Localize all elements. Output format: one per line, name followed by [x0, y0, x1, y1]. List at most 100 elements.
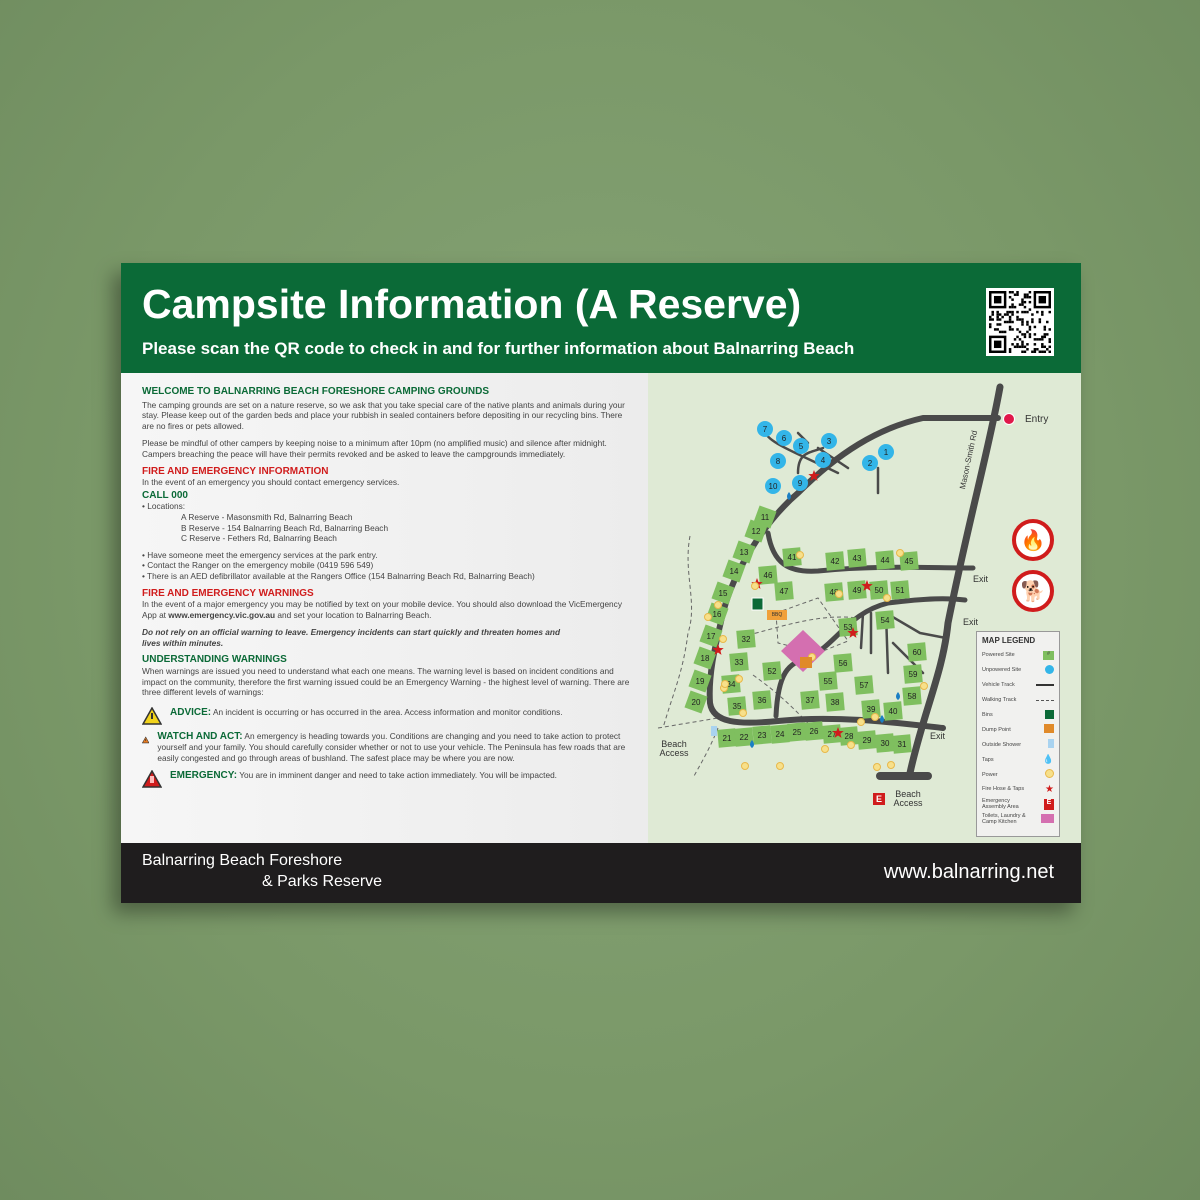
location-c: C Reserve - Fethers Rd, Balnarring Beach — [181, 533, 337, 544]
site-number: 53 — [844, 623, 853, 632]
page-subtitle: Please scan the QR code to check in and … — [142, 339, 855, 358]
legend-label: Fire Hose & Taps — [982, 786, 1025, 793]
site-number: 15 — [719, 589, 728, 598]
site-number: 6 — [782, 434, 787, 443]
powered-site: 29 — [857, 730, 877, 750]
warning-label: EMERGENCY: — [170, 769, 238, 781]
bbq-label: BBQ — [767, 610, 787, 620]
site-number: 9 — [798, 479, 803, 488]
power-icon — [847, 741, 855, 749]
site-number: 56 — [839, 659, 848, 668]
assembly-area-icon: E — [873, 793, 885, 805]
powered-site: 59 — [903, 664, 923, 684]
warning-label: ADVICE: — [170, 706, 212, 718]
outside-shower-icon — [1048, 739, 1054, 750]
exit-label: Exit — [963, 617, 979, 627]
unpowered-site-icon — [1045, 664, 1054, 676]
site-number: 25 — [793, 728, 802, 737]
legend-label: Unpowered Site — [982, 667, 1022, 674]
powered-site: 26 — [804, 721, 824, 741]
site-number: 12 — [752, 527, 761, 536]
dump-point-icon — [800, 657, 812, 668]
website-link[interactable]: www.balnarring.net — [883, 861, 1054, 883]
understanding-heading: UNDERSTANDING WARNINGS — [142, 654, 287, 666]
powered-site: 45 — [899, 551, 919, 571]
site-number: 23 — [758, 731, 767, 740]
site-number: 7 — [763, 425, 768, 434]
unpowered-site: 7 — [757, 421, 773, 437]
powered-site: 21 — [717, 728, 737, 748]
powered-site: 46 — [758, 565, 778, 585]
site-number: 27 — [828, 730, 837, 739]
power-icon — [735, 675, 743, 683]
info-panel: WELCOME TO BALNARRING BEACH FORESHORE CA… — [121, 373, 648, 843]
legend-item-unpowered-site: Unpowered Site — [982, 663, 1054, 678]
site-number: 21 — [723, 734, 732, 743]
legend-label: Power — [982, 771, 998, 778]
emergency-warning-icon — [142, 769, 162, 788]
powered-site: 20 — [684, 690, 708, 714]
emergency-assembly-icon: E — [1044, 798, 1054, 810]
welcome-p1: The camping grounds are set on a nature … — [142, 399, 625, 431]
site-number: 57 — [860, 681, 869, 690]
powered-site: 40 — [883, 701, 903, 721]
unpowered-site: 1 — [878, 444, 894, 460]
legend-label: Dump Point — [982, 726, 1011, 733]
site-number: 43 — [853, 554, 862, 563]
site-number: 40 — [889, 707, 898, 716]
power-icon — [719, 635, 727, 643]
site-number: 4 — [821, 456, 826, 465]
site-number: 54 — [881, 616, 890, 625]
power-icon — [1045, 769, 1054, 780]
power-icon — [714, 601, 722, 609]
site-number: 26 — [810, 727, 819, 736]
taps-icon: 💧 — [1042, 754, 1054, 765]
powered-site: 47 — [774, 581, 794, 601]
legend-label: Taps — [982, 756, 994, 763]
site-number: 45 — [905, 557, 914, 566]
site-number: 19 — [696, 677, 705, 686]
site-number: 35 — [733, 702, 742, 711]
header: Campsite Information (A Reserve) Please … — [121, 263, 1081, 373]
beach-access-label: Beach Access — [893, 789, 923, 808]
power-icon — [741, 762, 749, 770]
powered-site: 28 — [839, 726, 859, 746]
site-number: 36 — [758, 696, 767, 705]
site-number: 34 — [727, 680, 736, 689]
powered-site: 49 — [847, 580, 867, 600]
watch-act-warning-icon — [142, 736, 150, 744]
powered-site: 30 — [875, 733, 895, 753]
powered-site: 38 — [825, 692, 845, 712]
powered-site: 25 — [787, 722, 807, 742]
site-number: 31 — [898, 740, 907, 749]
site-number: 47 — [780, 587, 789, 596]
site-number: 59 — [909, 670, 918, 679]
powered-site: 56 — [833, 653, 853, 673]
emergency-link[interactable]: www.emergency.vic.gov.au — [168, 609, 276, 620]
powered-site: 54 — [875, 610, 895, 630]
site-number: 29 — [863, 736, 872, 745]
site-number: 60 — [913, 648, 922, 657]
bins-icon — [1045, 709, 1054, 721]
site-number: 1 — [884, 448, 889, 457]
site-number: 38 — [831, 698, 840, 707]
toilets-icon — [1041, 813, 1054, 825]
exit-label: Exit — [973, 574, 989, 584]
powered-site: 16 — [705, 602, 729, 626]
legend-item-vehicle-track: Vehicle Track — [982, 678, 1054, 693]
powered-site: 18 — [693, 646, 717, 670]
footer: Balnarring Beach Foreshore & Parks Reser… — [121, 843, 1081, 903]
site-number: 49 — [853, 586, 862, 595]
qr-code[interactable] — [986, 288, 1054, 356]
fire-warnings-p1: In the event of a major emergency you ma… — [142, 599, 636, 620]
walking-track-icon — [1036, 697, 1054, 703]
legend-label: Powered Site — [982, 652, 1015, 659]
site-number: 32 — [742, 635, 751, 644]
powered-site: 19 — [688, 669, 712, 693]
bins-icon — [751, 597, 764, 611]
site-number: 17 — [707, 632, 716, 641]
site-number: 22 — [740, 733, 749, 742]
site-number: 24 — [776, 730, 785, 739]
